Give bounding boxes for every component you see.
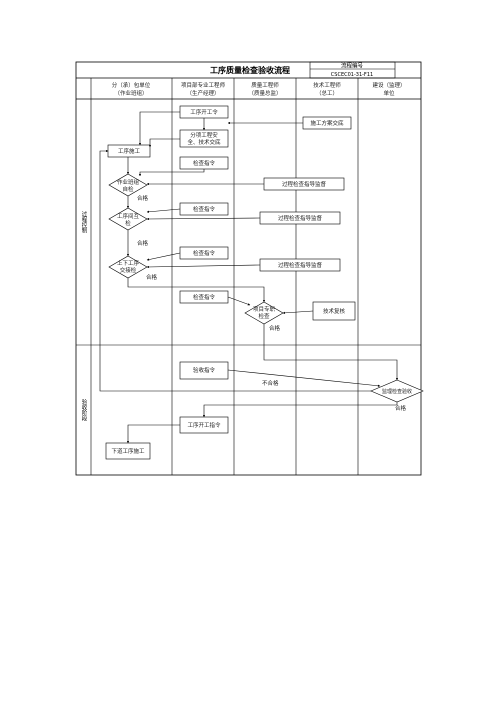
connector-order3-to-handover bbox=[146, 252, 181, 261]
box-supervise-2-text: 过程检查指导监督 bbox=[278, 214, 323, 222]
box-tech-review-text: 技术复核 bbox=[323, 307, 346, 315]
label-pass-1: 合格 bbox=[137, 194, 149, 202]
connector-tech-review-to-pm bbox=[282, 310, 314, 315]
connector-start-to-construction bbox=[138, 111, 180, 146]
decision-pm-check bbox=[244, 301, 284, 325]
box-next-construction-text: 下道工序施工 bbox=[111, 447, 145, 455]
column-header-engineer-l2: （生产经理） bbox=[186, 89, 219, 97]
box-construction-plan-brief-text: 施工方案交底 bbox=[310, 119, 344, 127]
connector-accept-order-to-supervisor bbox=[227, 369, 381, 387]
decision-self-check-text-l2: 自检 bbox=[122, 185, 134, 193]
column-header-subcontractor-l2: （作业班组） bbox=[114, 89, 147, 97]
column-header-quality-l1: 质量工程师 bbox=[251, 81, 279, 89]
label-pass-3: 合格 bbox=[146, 273, 158, 281]
connector-pass-to-next-order bbox=[202, 402, 398, 418]
box-accept-order bbox=[179, 361, 229, 380]
decision-mutual-check-text-l2: 检 bbox=[125, 219, 131, 227]
process-no-value: CSCEC01-31-F11 bbox=[331, 72, 373, 78]
process-no-label: 流程编号 bbox=[341, 62, 364, 70]
connector-pm-to-supervisor bbox=[263, 324, 399, 381]
connector-supervise3 bbox=[146, 264, 261, 269]
column-header-technical-l1: 技术工程师 bbox=[313, 81, 341, 89]
box-supervise-1-text: 过程检查指导监督 bbox=[282, 180, 327, 188]
connector-supervise2 bbox=[146, 217, 261, 221]
decision-mutual-check-text-l1: 工序间互 bbox=[117, 212, 140, 220]
box-accept-order-text: 验收指令 bbox=[193, 366, 216, 374]
label-pass-5: 合格 bbox=[395, 404, 407, 412]
column-header-technical-l2: （总工） bbox=[316, 89, 338, 97]
box-supervise-3-text: 过程检查指导监督 bbox=[278, 261, 323, 269]
connector-order1-to-self-check bbox=[138, 169, 205, 177]
connector-brief-to-construction bbox=[148, 138, 180, 148]
column-header-quality-l2: （质量总监） bbox=[248, 89, 281, 97]
process-no-box bbox=[309, 61, 396, 79]
label-fail: 不合格 bbox=[262, 379, 279, 387]
decision-handover-check-text-l1: 上下工序 bbox=[117, 259, 140, 267]
decision-supervisor-accept-text: 监理检查验收 bbox=[382, 388, 412, 395]
decision-pm-check-text-l1: 项目专职 bbox=[253, 305, 276, 313]
box-start-order-text: 工序开工令 bbox=[190, 108, 218, 116]
column-header-owner-l2: 单位 bbox=[383, 89, 395, 97]
connector-order2-to-mutual bbox=[146, 208, 181, 213]
decision-pm-check-text-l2: 检查 bbox=[258, 312, 270, 320]
box-inspect-order-3-text: 检查指令 bbox=[193, 249, 216, 257]
connector-next-order-to-construction bbox=[126, 424, 180, 444]
box-tech-brief-text-l1: 分项工程安 bbox=[190, 131, 218, 139]
decision-self-check-text-l1: 作业班组 bbox=[117, 178, 140, 186]
connector-order4-to-pm bbox=[227, 296, 251, 306]
column-header-subcontractor-l1: 分（承）包单位 bbox=[112, 81, 151, 89]
box-inspect-order-2-text: 检查指令 bbox=[193, 205, 216, 213]
label-pass-4: 合格 bbox=[269, 324, 281, 332]
box-next-start-order-text: 工序开工指令 bbox=[187, 421, 221, 429]
box-inspect-order-4-text: 检查指令 bbox=[193, 293, 216, 301]
box-inspect-order-1-text: 检查指令 bbox=[193, 159, 216, 167]
column-header-engineer-l1: 项目部专业工程师 bbox=[181, 81, 226, 89]
column-header-owner-l1: 建设（监理） bbox=[372, 81, 405, 89]
phase-label-acceptance: 验收阶段 bbox=[81, 398, 88, 423]
decision-handover-check bbox=[108, 255, 148, 279]
page-title: 工序质量检查验收流程 bbox=[210, 65, 290, 75]
connector-fail-return bbox=[99, 149, 371, 392]
label-pass-2: 合格 bbox=[137, 239, 149, 247]
decision-handover-check-text-l2: 交接检 bbox=[120, 266, 137, 274]
connector-handover-to-pm bbox=[127, 278, 266, 303]
box-tech-brief-text-l2: 全、技术交底 bbox=[187, 138, 221, 146]
phase-label-process: 过程控制 bbox=[81, 210, 88, 235]
box-construction-text: 工序施工 bbox=[118, 147, 141, 155]
outer-frame bbox=[75, 61, 422, 476]
